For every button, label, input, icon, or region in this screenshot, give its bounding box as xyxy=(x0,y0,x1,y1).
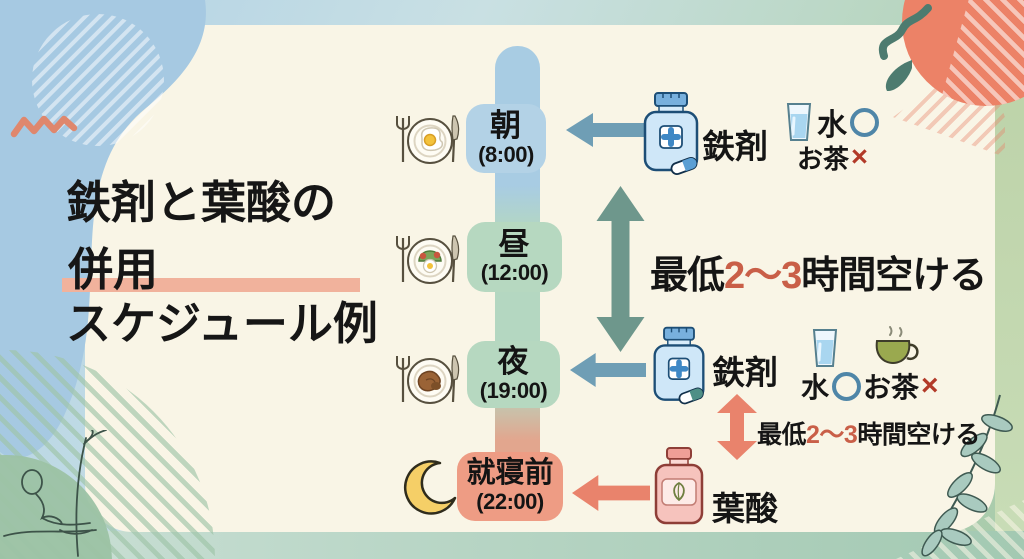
timeline-node-morning: 朝 (8:00) xyxy=(466,104,546,173)
page-title-line3: スケジュール例 xyxy=(66,298,378,349)
teal-squiggle-icon xyxy=(878,4,932,60)
dinner-plate-icon xyxy=(396,355,460,404)
no-x-mark: × xyxy=(851,141,868,173)
no-x-mark: × xyxy=(921,369,939,402)
gap-suffix: 時間空ける xyxy=(801,255,987,297)
double-arrow-iron-gap xyxy=(596,186,645,352)
water-glass-icon xyxy=(812,329,838,367)
tea-label: お茶 xyxy=(863,372,920,403)
breakfast-plate-icon xyxy=(396,115,460,164)
gap-prefix: 最低 xyxy=(757,421,807,449)
leafy-branch-icon xyxy=(921,394,1013,557)
node-time: (19:00) xyxy=(479,377,548,403)
water-label: 水 xyxy=(817,109,847,142)
right-green-band xyxy=(995,24,1024,532)
iron-bottle-evening-icon xyxy=(653,326,705,405)
timeline-node-noon: 昼 (12:00) xyxy=(467,222,562,292)
node-label: 夜 xyxy=(497,344,530,380)
arrow-iron-to-evening xyxy=(570,353,646,387)
page-title-line2: 併用 xyxy=(68,244,159,295)
timeline-node-evening: 夜 (19:00) xyxy=(467,341,560,408)
tea-cup-icon xyxy=(875,326,919,364)
gap-suffix: 時間空ける xyxy=(857,421,980,449)
zigzag-icon xyxy=(10,115,78,138)
water-label: 水 xyxy=(801,372,830,403)
evening-water-row: 水 ○ xyxy=(801,366,862,406)
morning-tea-row: お茶 × xyxy=(797,139,868,176)
gap-range: 2〜3 xyxy=(724,255,802,297)
timeline-node-bedtime: 就寝前 (22:00) xyxy=(457,452,563,521)
gap-text-iron: 最低2〜3時間空ける xyxy=(650,244,987,299)
evening-tea-row: お茶 × xyxy=(863,366,939,406)
folate-label: 葉酸 xyxy=(712,490,778,527)
arrow-folate-to-bedtime xyxy=(572,475,650,511)
node-label: 朝 xyxy=(490,108,522,144)
title-highlight-bar xyxy=(62,278,360,292)
iron-label-morning: 鉄剤 xyxy=(702,128,768,165)
tea-label: お茶 xyxy=(797,144,850,174)
node-time: (8:00) xyxy=(478,141,534,167)
double-arrow-folate-gap xyxy=(717,394,757,460)
iron-bottle-morning-icon xyxy=(643,92,699,175)
page-title-line1: 鉄剤と葉酸の xyxy=(66,177,337,228)
morning-water-row: 水 ○ xyxy=(784,100,879,144)
ok-circle-mark: ○ xyxy=(832,371,862,401)
gap-range: 2〜3 xyxy=(806,421,858,449)
gap-text-folate: 最低2〜3時間空ける xyxy=(757,415,980,451)
node-label: 昼 xyxy=(498,226,531,262)
arrow-iron-to-morning xyxy=(566,113,646,147)
line-art-plant-icon xyxy=(3,430,107,557)
gap-prefix: 最低 xyxy=(650,255,725,297)
iron-label-evening: 鉄剤 xyxy=(712,354,778,391)
teal-leaf-icon xyxy=(885,60,912,92)
node-time: (12:00) xyxy=(480,260,549,286)
node-label: 就寝前 xyxy=(466,457,554,490)
lunch-plate-icon xyxy=(396,235,460,284)
striped-circle-icon xyxy=(32,14,164,146)
crescent-moon-icon xyxy=(403,460,457,515)
ok-circle-mark: ○ xyxy=(850,107,879,137)
node-time: (22:00) xyxy=(476,488,544,514)
folate-bottle-icon xyxy=(654,447,704,525)
blue-blob-decoration xyxy=(0,0,206,459)
water-glass-icon xyxy=(786,103,812,141)
